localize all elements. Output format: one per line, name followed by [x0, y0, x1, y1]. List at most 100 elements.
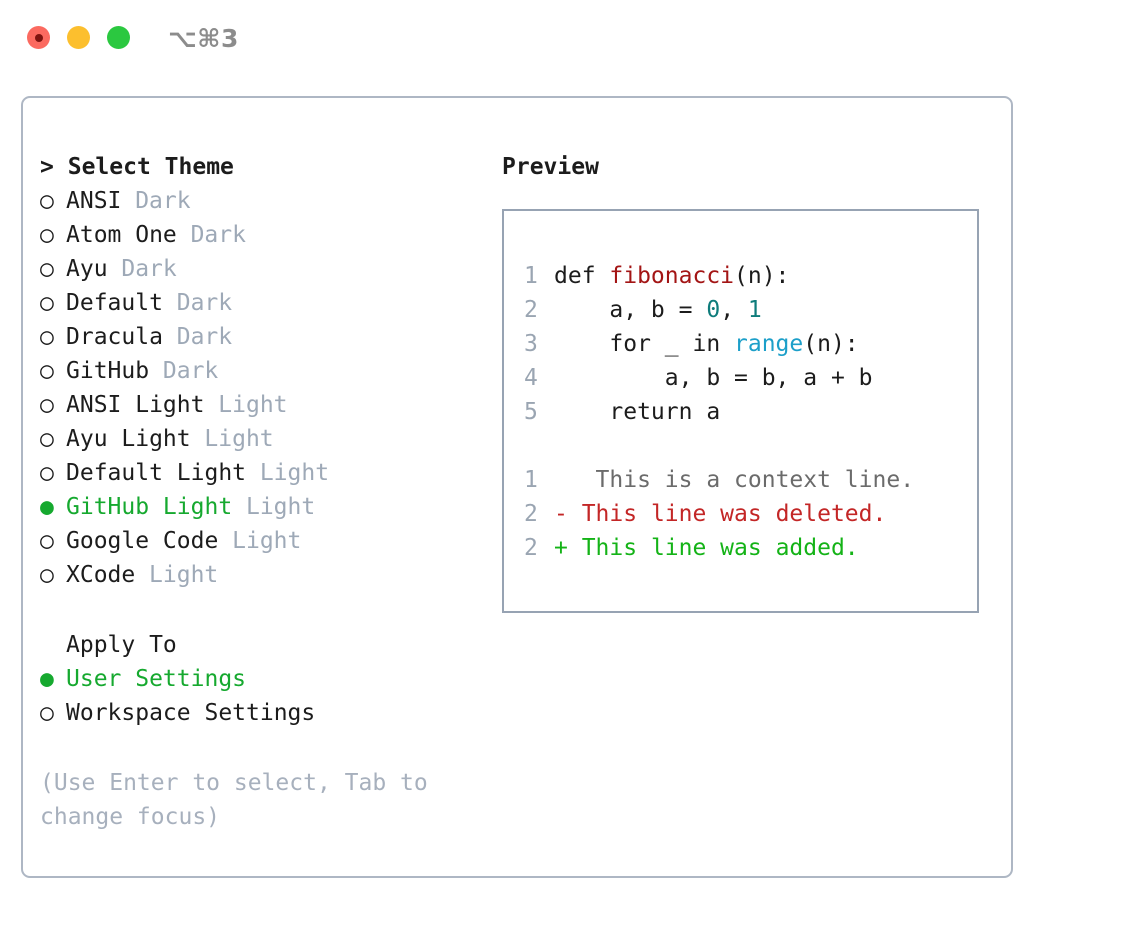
radio-unselected-icon: ○ — [40, 358, 54, 384]
code-token-plain: a, b = — [554, 297, 707, 323]
theme-list-item-label: Atom One — [66, 222, 177, 248]
theme-list-item-1[interactable]: ○ Atom One Dark — [40, 218, 490, 252]
theme-category-tag: Light — [245, 494, 316, 520]
code-token-plain: (n): — [803, 331, 859, 357]
radio-unselected-icon: ○ — [40, 222, 54, 248]
code-line-number: 2 — [524, 297, 538, 323]
theme-list-item-2[interactable]: ○ Ayu Dark — [40, 252, 490, 286]
theme-picker-title-text: Select Theme — [67, 154, 234, 180]
code-token-plain: , — [720, 297, 748, 323]
diff-line-deleted: 2- This line was deleted. — [504, 497, 977, 531]
radio-unselected-icon: ○ — [40, 528, 54, 554]
maximize-button-icon[interactable] — [107, 26, 130, 49]
code-token-plain: def — [554, 263, 610, 289]
diff-sample: 1 This is a context line.2- This line wa… — [504, 463, 977, 565]
theme-list-item-label: ANSI — [66, 188, 122, 214]
theme-category-tag: Dark — [121, 256, 177, 282]
theme-list-item-label: XCode — [66, 562, 136, 588]
apply-to-item-1[interactable]: ○ Workspace Settings — [40, 696, 490, 730]
code-line: 5 return a — [504, 395, 977, 429]
diff-line-added: 2+ This line was added. — [504, 531, 977, 565]
keyboard-hint-text: (Use Enter to select, Tab to change focu… — [40, 770, 442, 830]
theme-category-tag: Light — [218, 392, 288, 418]
apply-to-list[interactable]: ● User Settings ○ Workspace Settings — [40, 662, 490, 730]
theme-list-item-8[interactable]: ○ Default Light Light — [40, 456, 490, 490]
radio-selected-icon: ● — [40, 494, 54, 520]
radio-unselected-icon: ○ — [40, 392, 54, 418]
code-token-function: fibonacci — [609, 263, 735, 289]
diff-line-text: This line was added. — [567, 535, 859, 561]
diff-line-number: 1 — [524, 467, 538, 493]
code-token-plain: (n): — [734, 263, 790, 289]
cursor-indicator-icon: > — [40, 154, 54, 180]
code-token-call: range — [734, 331, 804, 357]
theme-list-item-6[interactable]: ○ ANSI Light Light — [40, 388, 490, 422]
theme-picker-title: > Select Theme — [40, 150, 490, 184]
radio-unselected-icon: ○ — [40, 460, 54, 486]
code-token-number: 1 — [747, 297, 762, 323]
radio-selected-icon: ● — [40, 666, 54, 692]
preview-title: Preview — [502, 154, 599, 180]
theme-list-item-label: Ayu — [66, 256, 108, 282]
apply-to-item-0[interactable]: ● User Settings — [40, 662, 490, 696]
code-token-plain: for _ in — [554, 331, 735, 357]
theme-list-item-11[interactable]: ○ XCode Light — [40, 558, 490, 592]
theme-category-tag: Dark — [190, 222, 246, 248]
theme-list-item-label: ANSI Light — [66, 392, 205, 418]
apply-to-section: Apply To ● User Settings ○ Workspace Settin… — [40, 628, 490, 730]
theme-category-tag: Dark — [176, 324, 233, 350]
radio-unselected-icon: ○ — [40, 188, 54, 214]
diff-line-text: This line was deleted. — [567, 501, 887, 527]
theme-list-item-label: Ayu Light — [66, 426, 191, 452]
theme-list-item-label: Google Code — [66, 528, 219, 554]
theme-list-item-9[interactable]: ● GitHub Light Light — [40, 490, 490, 524]
diff-sign: + — [554, 535, 568, 561]
code-line-number: 1 — [524, 263, 538, 289]
code-diff-spacer — [504, 429, 977, 463]
code-line-number: 5 — [524, 399, 538, 425]
diff-line-context: 1 This is a context line. — [504, 463, 977, 497]
diff-line-text: This is a context line. — [567, 467, 915, 493]
theme-list-item-10[interactable]: ○ Google Code Light — [40, 524, 490, 558]
diff-line-number: 2 — [524, 501, 538, 527]
apply-to-item-label: User Settings — [66, 666, 247, 692]
theme-list-item-label: GitHub Light — [66, 494, 233, 520]
theme-list-item-label: Dracula — [66, 324, 163, 350]
code-line: 4 a, b = b, a + b — [504, 361, 977, 395]
code-line: 1 def fibonacci(n): — [504, 259, 977, 293]
keyboard-shortcut-label: ⌥⌘3 — [168, 24, 239, 53]
minimize-button-icon[interactable] — [67, 26, 90, 49]
radio-unselected-icon: ○ — [40, 426, 54, 452]
diff-sign — [554, 463, 568, 497]
radio-unselected-icon: ○ — [40, 290, 54, 316]
window-controls — [27, 26, 130, 49]
theme-category-tag: Dark — [176, 290, 233, 316]
code-token-plain: return a — [554, 399, 721, 425]
radio-unselected-icon: ○ — [40, 256, 54, 282]
code-line-number: 3 — [524, 331, 538, 357]
radio-unselected-icon: ○ — [40, 562, 54, 588]
radio-unselected-icon: ○ — [40, 700, 54, 726]
theme-category-tag: Light — [259, 460, 330, 486]
close-button-icon[interactable] — [27, 26, 50, 49]
theme-list-item-label: GitHub — [66, 358, 150, 384]
theme-category-tag: Light — [149, 562, 219, 588]
code-token-plain: a, b = b, a + b — [554, 365, 873, 391]
theme-category-tag: Light — [232, 528, 302, 554]
code-token-number: 0 — [706, 297, 721, 323]
apply-to-title: Apply To — [66, 632, 177, 658]
apply-to-item-label: Workspace Settings — [66, 700, 316, 726]
theme-list-item-label: Default Light — [66, 460, 247, 486]
code-line: 3 for _ in range(n): — [504, 327, 977, 361]
